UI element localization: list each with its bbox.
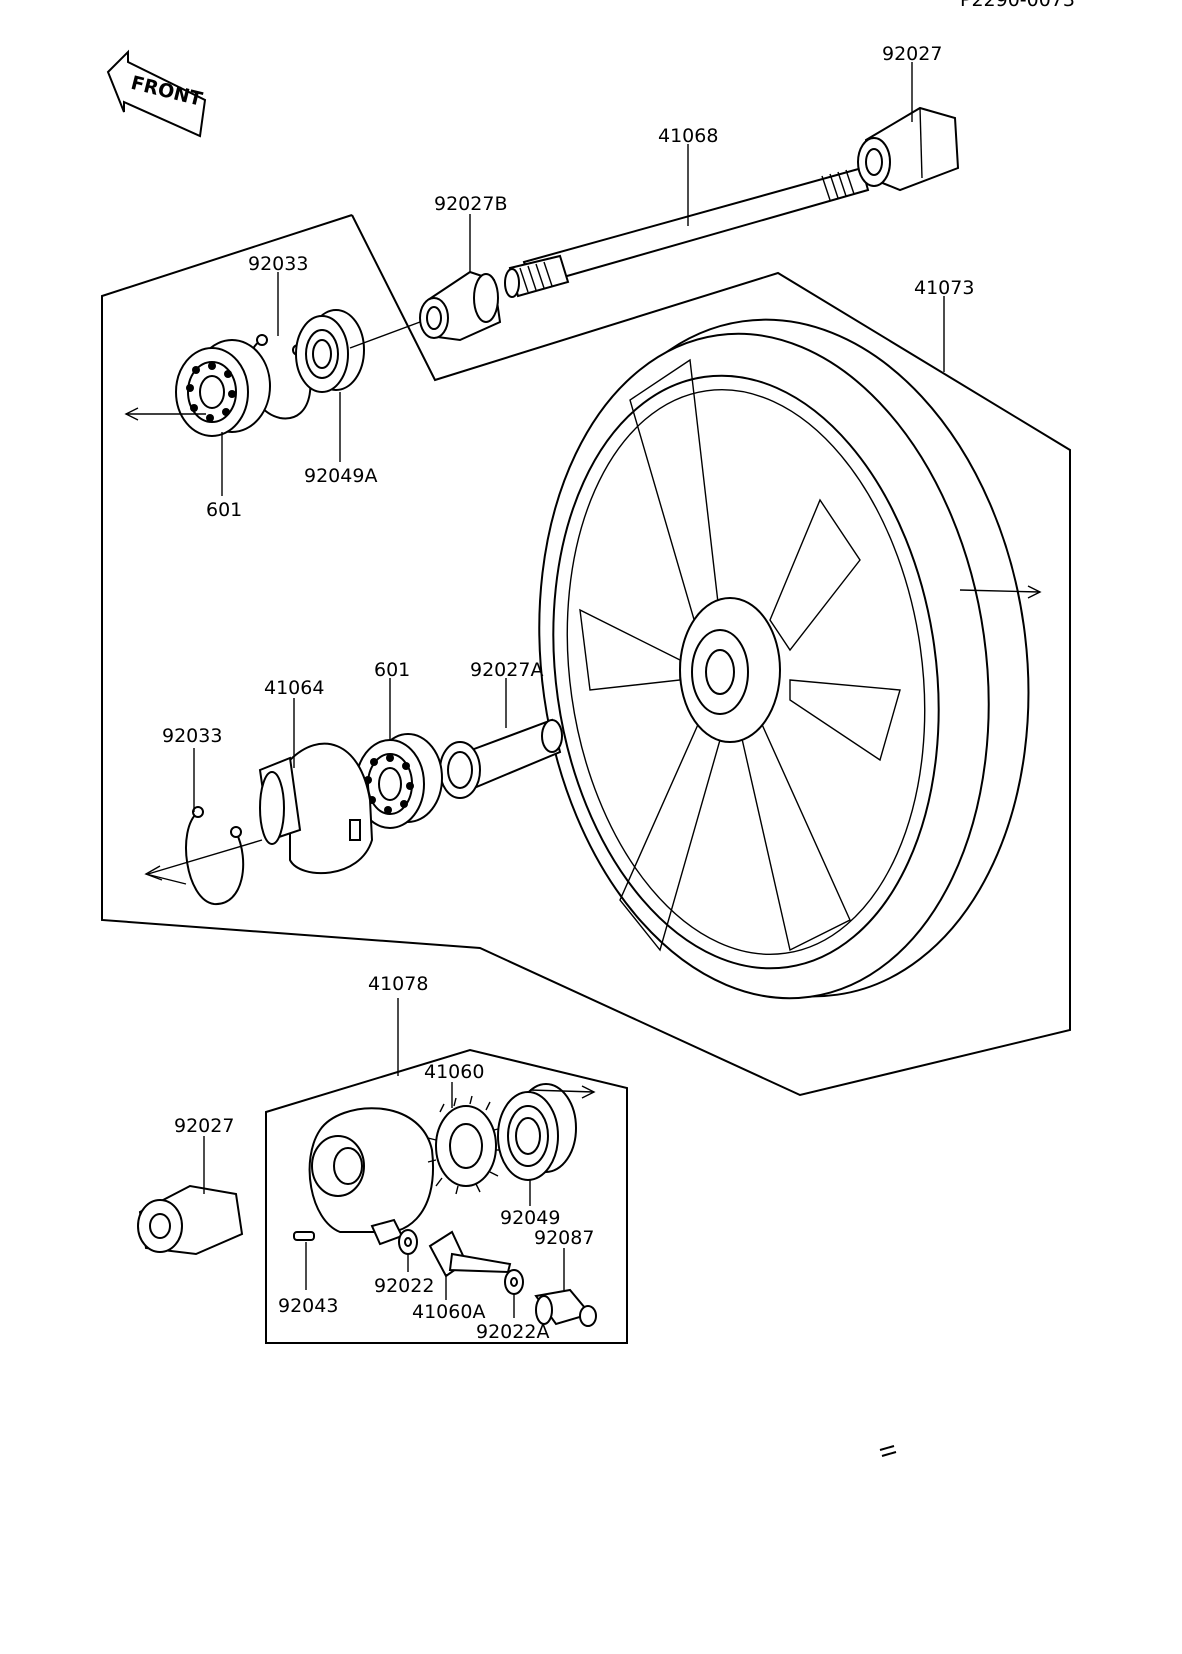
- pin-92043: [293, 1231, 315, 1241]
- axle-nut-92027-top: [857, 106, 960, 192]
- axis-line-top: [349, 321, 421, 349]
- label-41060A: 41060A: [412, 1301, 485, 1323]
- pinion-41060A: [428, 1230, 512, 1278]
- header-ref-code: P2290-0073: [960, 0, 1075, 11]
- gear-41060: [427, 1095, 504, 1195]
- wheel-41073: [538, 318, 1030, 1000]
- label-41078: 41078: [368, 973, 428, 995]
- axle-nut-92027-bottom: [137, 1184, 244, 1256]
- label-92027-bottom: 92027: [174, 1115, 234, 1137]
- label-92022A: 92022A: [476, 1321, 549, 1343]
- bearing-601-mid: [355, 733, 443, 829]
- wheel-assembly-boundary: [101, 214, 1071, 1097]
- axis-line-bottom: [529, 1089, 595, 1093]
- label-41068: 41068: [658, 125, 718, 147]
- front-arrow-icon: [106, 49, 207, 138]
- label-92027B: 92027B: [434, 193, 507, 215]
- bushing-92087: [534, 1288, 597, 1327]
- bearing-601-top: [175, 339, 271, 437]
- label-92043: 92043: [278, 1295, 338, 1317]
- gear-housing-41078: [308, 1107, 435, 1246]
- washer-92022A: [504, 1269, 524, 1295]
- label-41064: 41064: [264, 677, 324, 699]
- label-41073: 41073: [914, 277, 974, 299]
- label-92033-mid: 92033: [162, 725, 222, 747]
- leader-lines: [193, 62, 945, 1318]
- label-92027-top: 92027: [882, 43, 942, 65]
- label-92049A: 92049A: [304, 465, 377, 487]
- label-92033-top: 92033: [248, 253, 308, 275]
- label-92022: 92022: [374, 1275, 434, 1297]
- arrow-right-wheel: [959, 589, 1041, 593]
- oil-seal-92049: [497, 1083, 577, 1181]
- washer-92022: [398, 1229, 418, 1255]
- stray-mark: [879, 1445, 897, 1457]
- axle-41068: [504, 166, 870, 298]
- label-41060: 41060: [424, 1061, 484, 1083]
- label-92087: 92087: [534, 1227, 594, 1249]
- collar-92027B: [419, 270, 502, 342]
- gear-drive-41064: [258, 742, 374, 875]
- label-92027A: 92027A: [470, 659, 543, 681]
- axis-line-mid: [147, 839, 263, 875]
- oil-seal-92049A: [295, 309, 365, 393]
- front-direction-badge: FRONT: [106, 49, 207, 138]
- collar-92027A: [439, 718, 563, 799]
- label-601-top: 601: [206, 499, 242, 521]
- speedometer-gear-box: [265, 1048, 628, 1344]
- circlip-92033-mid: [185, 806, 245, 906]
- label-92049: 92049: [500, 1207, 560, 1229]
- label-601-mid: 601: [374, 659, 410, 681]
